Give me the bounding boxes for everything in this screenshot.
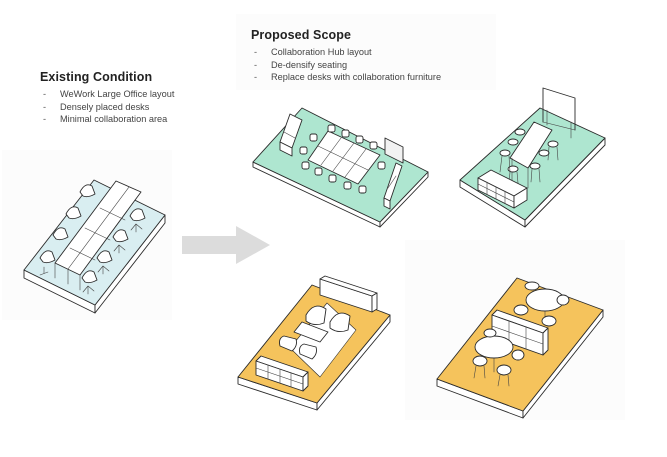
bench-back	[319, 275, 378, 313]
existing-condition-caption: Existing Condition WeWork Large Office l…	[40, 70, 174, 126]
transition-arrow-icon	[182, 226, 270, 264]
whiteboard	[384, 137, 404, 164]
bullet-item: De-densify seating	[251, 59, 441, 72]
proposed-scope-bullets: Collaboration Hub layout De-densify seat…	[251, 46, 441, 84]
storage-shelving	[477, 169, 528, 209]
bullet-item: Minimal collaboration area	[40, 113, 174, 126]
task-chairs-right	[81, 208, 146, 295]
existing-condition-title: Existing Condition	[40, 70, 153, 84]
task-chairs-left	[39, 184, 96, 276]
bullet-item: Collaboration Hub layout	[251, 46, 441, 59]
option-high-table-drawing	[459, 87, 606, 228]
divider-shelving	[491, 309, 549, 356]
option-lounge-drawing	[237, 275, 391, 411]
bar-stools	[499, 128, 559, 184]
conference-chairs	[299, 124, 386, 194]
bullet-item: WeWork Large Office layout	[40, 88, 174, 101]
storage-shelving	[255, 355, 309, 392]
whiteboard	[542, 87, 576, 139]
desk-bench	[54, 180, 142, 291]
armchairs	[279, 305, 351, 360]
proposed-scope-caption: Proposed Scope Collaboration Hub layout …	[251, 28, 441, 84]
bookshelf-left	[279, 113, 303, 157]
option-conference-drawing	[252, 107, 429, 228]
cafe-chairs-lower	[472, 328, 525, 387]
conference-table	[307, 130, 381, 185]
existing-condition-bullets: WeWork Large Office layout Densely place…	[40, 88, 174, 126]
bullet-item: Densely placed desks	[40, 101, 174, 114]
proposed-scope-title: Proposed Scope	[251, 28, 352, 42]
bookshelf-right	[383, 162, 403, 210]
option-cafe-drawing	[436, 277, 604, 419]
coffee-table	[293, 321, 329, 343]
cafe-chairs-upper	[513, 281, 570, 327]
high-table	[509, 121, 553, 189]
arrow-shape	[182, 226, 270, 264]
existing-office-drawing	[23, 179, 166, 314]
bullet-item: Replace desks with collaboration furnitu…	[251, 71, 441, 84]
